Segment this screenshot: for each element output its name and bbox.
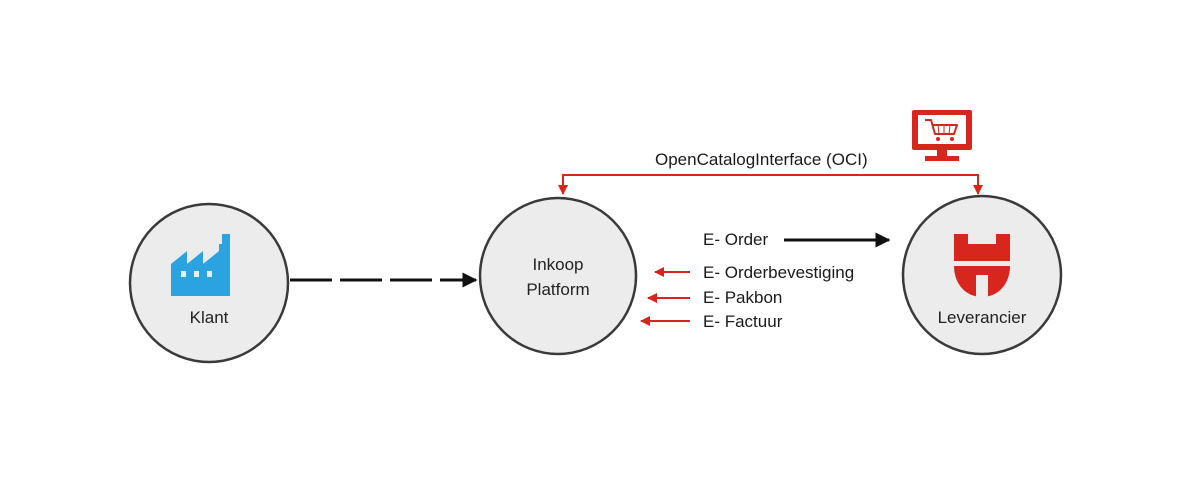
shopping-cart-monitor-icon (912, 110, 972, 161)
flow-label-pakbon: E- Pakbon (703, 288, 782, 307)
oci-connector (558, 174, 983, 195)
factory-icon (171, 234, 230, 296)
flow-label-orderbevestiging: E- Orderbevestiging (703, 263, 854, 282)
node-platform-label-line1: Inkoop (532, 255, 583, 274)
node-klant-label: Klant (190, 308, 229, 327)
oci-connector-line (558, 174, 983, 195)
node-platform: Inkoop Platform (478, 196, 638, 356)
node-platform-label-line2: Platform (526, 280, 589, 299)
flow-label-order: E- Order (703, 230, 769, 249)
flow-label-factuur: E- Factuur (703, 312, 783, 331)
node-platform-circle (478, 196, 638, 356)
node-leverancier: Leverancier (901, 194, 1063, 356)
oci-label: OpenCatalogInterface (OCI) (655, 150, 868, 169)
supplier-logo-icon (954, 234, 1010, 297)
node-klant: Klant (128, 202, 290, 364)
node-leverancier-label: Leverancier (938, 308, 1027, 327)
